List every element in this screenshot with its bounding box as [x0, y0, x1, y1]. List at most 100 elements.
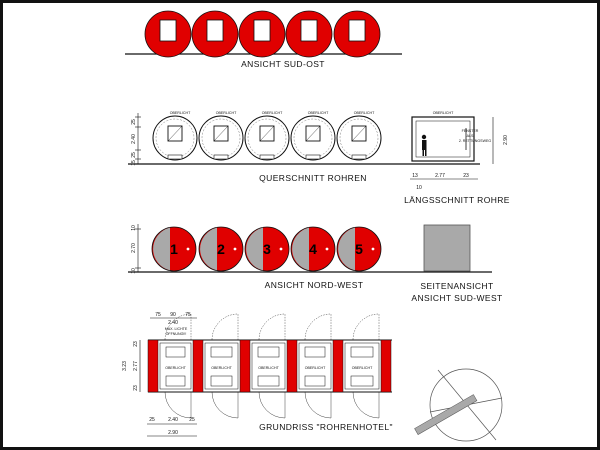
grundriss-wall — [286, 339, 298, 393]
g-dim-bot-total: 2.90 — [168, 430, 178, 436]
laengs-dim-left: 13 — [412, 173, 418, 179]
g-dim-bot-3: 25 — [189, 417, 195, 423]
grundriss-bed — [304, 375, 326, 387]
site-diagram — [414, 368, 503, 442]
querschnitt-oberlicht-label: OBERLICHT — [308, 111, 329, 115]
grundriss-oberlicht-label: OBERLICHT — [352, 366, 373, 370]
laengsschnitt-title: LÄNGSSCHNITT ROHRE — [404, 195, 510, 205]
grundriss-door-swing-bottom — [211, 391, 239, 419]
querschnitt-base — [351, 154, 367, 160]
querschnitt-window-mark — [213, 125, 229, 142]
grundriss-door-swing-bottom — [164, 391, 192, 419]
querschnitt-tube: OBERLICHT — [290, 111, 336, 161]
grundriss-bed — [165, 346, 186, 358]
nordwest-tube-grey-half — [246, 227, 263, 271]
person-figure — [421, 134, 427, 156]
site-circle — [429, 368, 503, 442]
grundriss-door-swing-top — [164, 313, 192, 341]
g-dim-top-1: 75 — [155, 312, 161, 318]
nordwest-tube-handle — [371, 247, 375, 251]
fenster-note-1: FENSTER — [462, 129, 479, 133]
grundriss-wall — [239, 339, 251, 393]
sudost-window — [206, 19, 224, 42]
g-note-2: ÖFFNUNG!!! — [166, 332, 187, 336]
nordwest-tube-grey-half — [292, 227, 309, 271]
grundriss-top-dimensions: 75 90 75 2.40 MAX. LICHTE ÖFFNUNG!!! — [150, 312, 197, 336]
querschnitt-oberlicht-label: OBERLICHT — [354, 111, 375, 115]
n-dim-mid: 2.70 — [131, 243, 137, 253]
grundriss-door-swing-top — [304, 313, 332, 341]
grundriss-room-outline — [204, 342, 239, 390]
q-dim-bot: 25 — [131, 152, 137, 158]
grundriss-wall — [332, 339, 344, 393]
nordwest-tube-number: 4 — [309, 241, 317, 257]
querschnitt-base — [259, 154, 275, 160]
querschnitt-tube: OBERLICHT — [198, 111, 244, 161]
fenster-note-2: ALS — [467, 134, 474, 138]
querschnitt-title: QUERSCHNITT ROHREN — [259, 173, 367, 183]
grundriss-bed — [350, 346, 374, 358]
g-dim-top-2: 90 — [170, 312, 176, 318]
sudost-tube — [238, 10, 286, 58]
grundriss-oberlicht-label: OBERLICHT — [305, 366, 326, 370]
nordwest-title: ANSICHT NORD-WEST — [265, 280, 364, 290]
grundriss-room: OBERLICHT — [159, 313, 192, 419]
person-leg — [425, 150, 427, 156]
q-dim-top: 25 — [131, 119, 137, 125]
g-dim-top-3: 75 — [185, 312, 191, 318]
person-leg — [422, 150, 424, 156]
grundriss-bed — [210, 375, 233, 387]
laengs-oberlicht: OBERLICHT — [433, 111, 454, 115]
sudost-window — [159, 19, 177, 42]
grundriss-door-swing-top — [258, 313, 286, 341]
querschnitt-window-mark — [259, 125, 275, 142]
laengs-inner — [415, 120, 471, 158]
querschnitt-oberlicht-label: OBERLICHT — [216, 111, 237, 115]
g-dim-bot-2: 2.40 — [168, 417, 178, 423]
sudost-title: ANSICHT SUD-OST — [241, 59, 325, 69]
grundriss-room-outline — [251, 342, 286, 390]
grundriss-wall — [380, 339, 392, 393]
g-dim-left-c: 23 — [133, 385, 139, 391]
grundriss-wall — [192, 339, 204, 393]
nordwest-tube-number: 2 — [217, 241, 225, 257]
grundriss-wall — [147, 339, 159, 393]
laengs-dim-right-b: 23 — [463, 173, 469, 179]
n-dim-bot: 10 — [131, 268, 137, 274]
grundriss-bed — [257, 375, 280, 387]
querschnitt-tube: OBERLICHT — [336, 111, 382, 161]
querschnitt-left-dimensions: 25 2.40 25 15 — [131, 113, 141, 166]
grundriss-room: OBERLICHT — [251, 313, 286, 419]
nordwest-tube-handle — [233, 247, 237, 251]
grundriss-room: OBERLICHT — [298, 313, 332, 419]
querschnitt-tube: OBERLICHT — [244, 111, 290, 161]
g-dim-left-b: 2.77 — [133, 361, 139, 371]
laengs-dim-right: 2.90 — [503, 135, 509, 145]
laengs-body — [411, 116, 475, 162]
nordwest-tube-grey-half — [153, 227, 170, 271]
grundriss-oberlicht-label: OBERLICHT — [258, 366, 279, 370]
sudost-tube — [285, 10, 333, 58]
g-note-1: MAX. LICHTE — [165, 327, 188, 331]
grundriss-door-swing-top — [211, 313, 239, 341]
nordwest-tube-grey-half — [200, 227, 217, 271]
sudost-tube — [333, 10, 381, 58]
grundriss-door-swing-bottom — [304, 391, 332, 419]
person-head — [421, 134, 427, 140]
grundriss-bed — [165, 375, 186, 387]
grundriss-room: OBERLICHT — [344, 313, 380, 419]
sudost-window — [253, 19, 271, 42]
grundriss-title: GRUNDRISS "ROHRENHOTEL" — [259, 422, 393, 432]
querschnitt-window-mark — [351, 125, 367, 142]
seitenansicht-title-2: ANSICHT SUD-WEST — [411, 293, 502, 303]
querschnitt-base — [213, 154, 229, 160]
sudost-tubes — [144, 10, 381, 58]
sudost-tube — [191, 10, 239, 58]
